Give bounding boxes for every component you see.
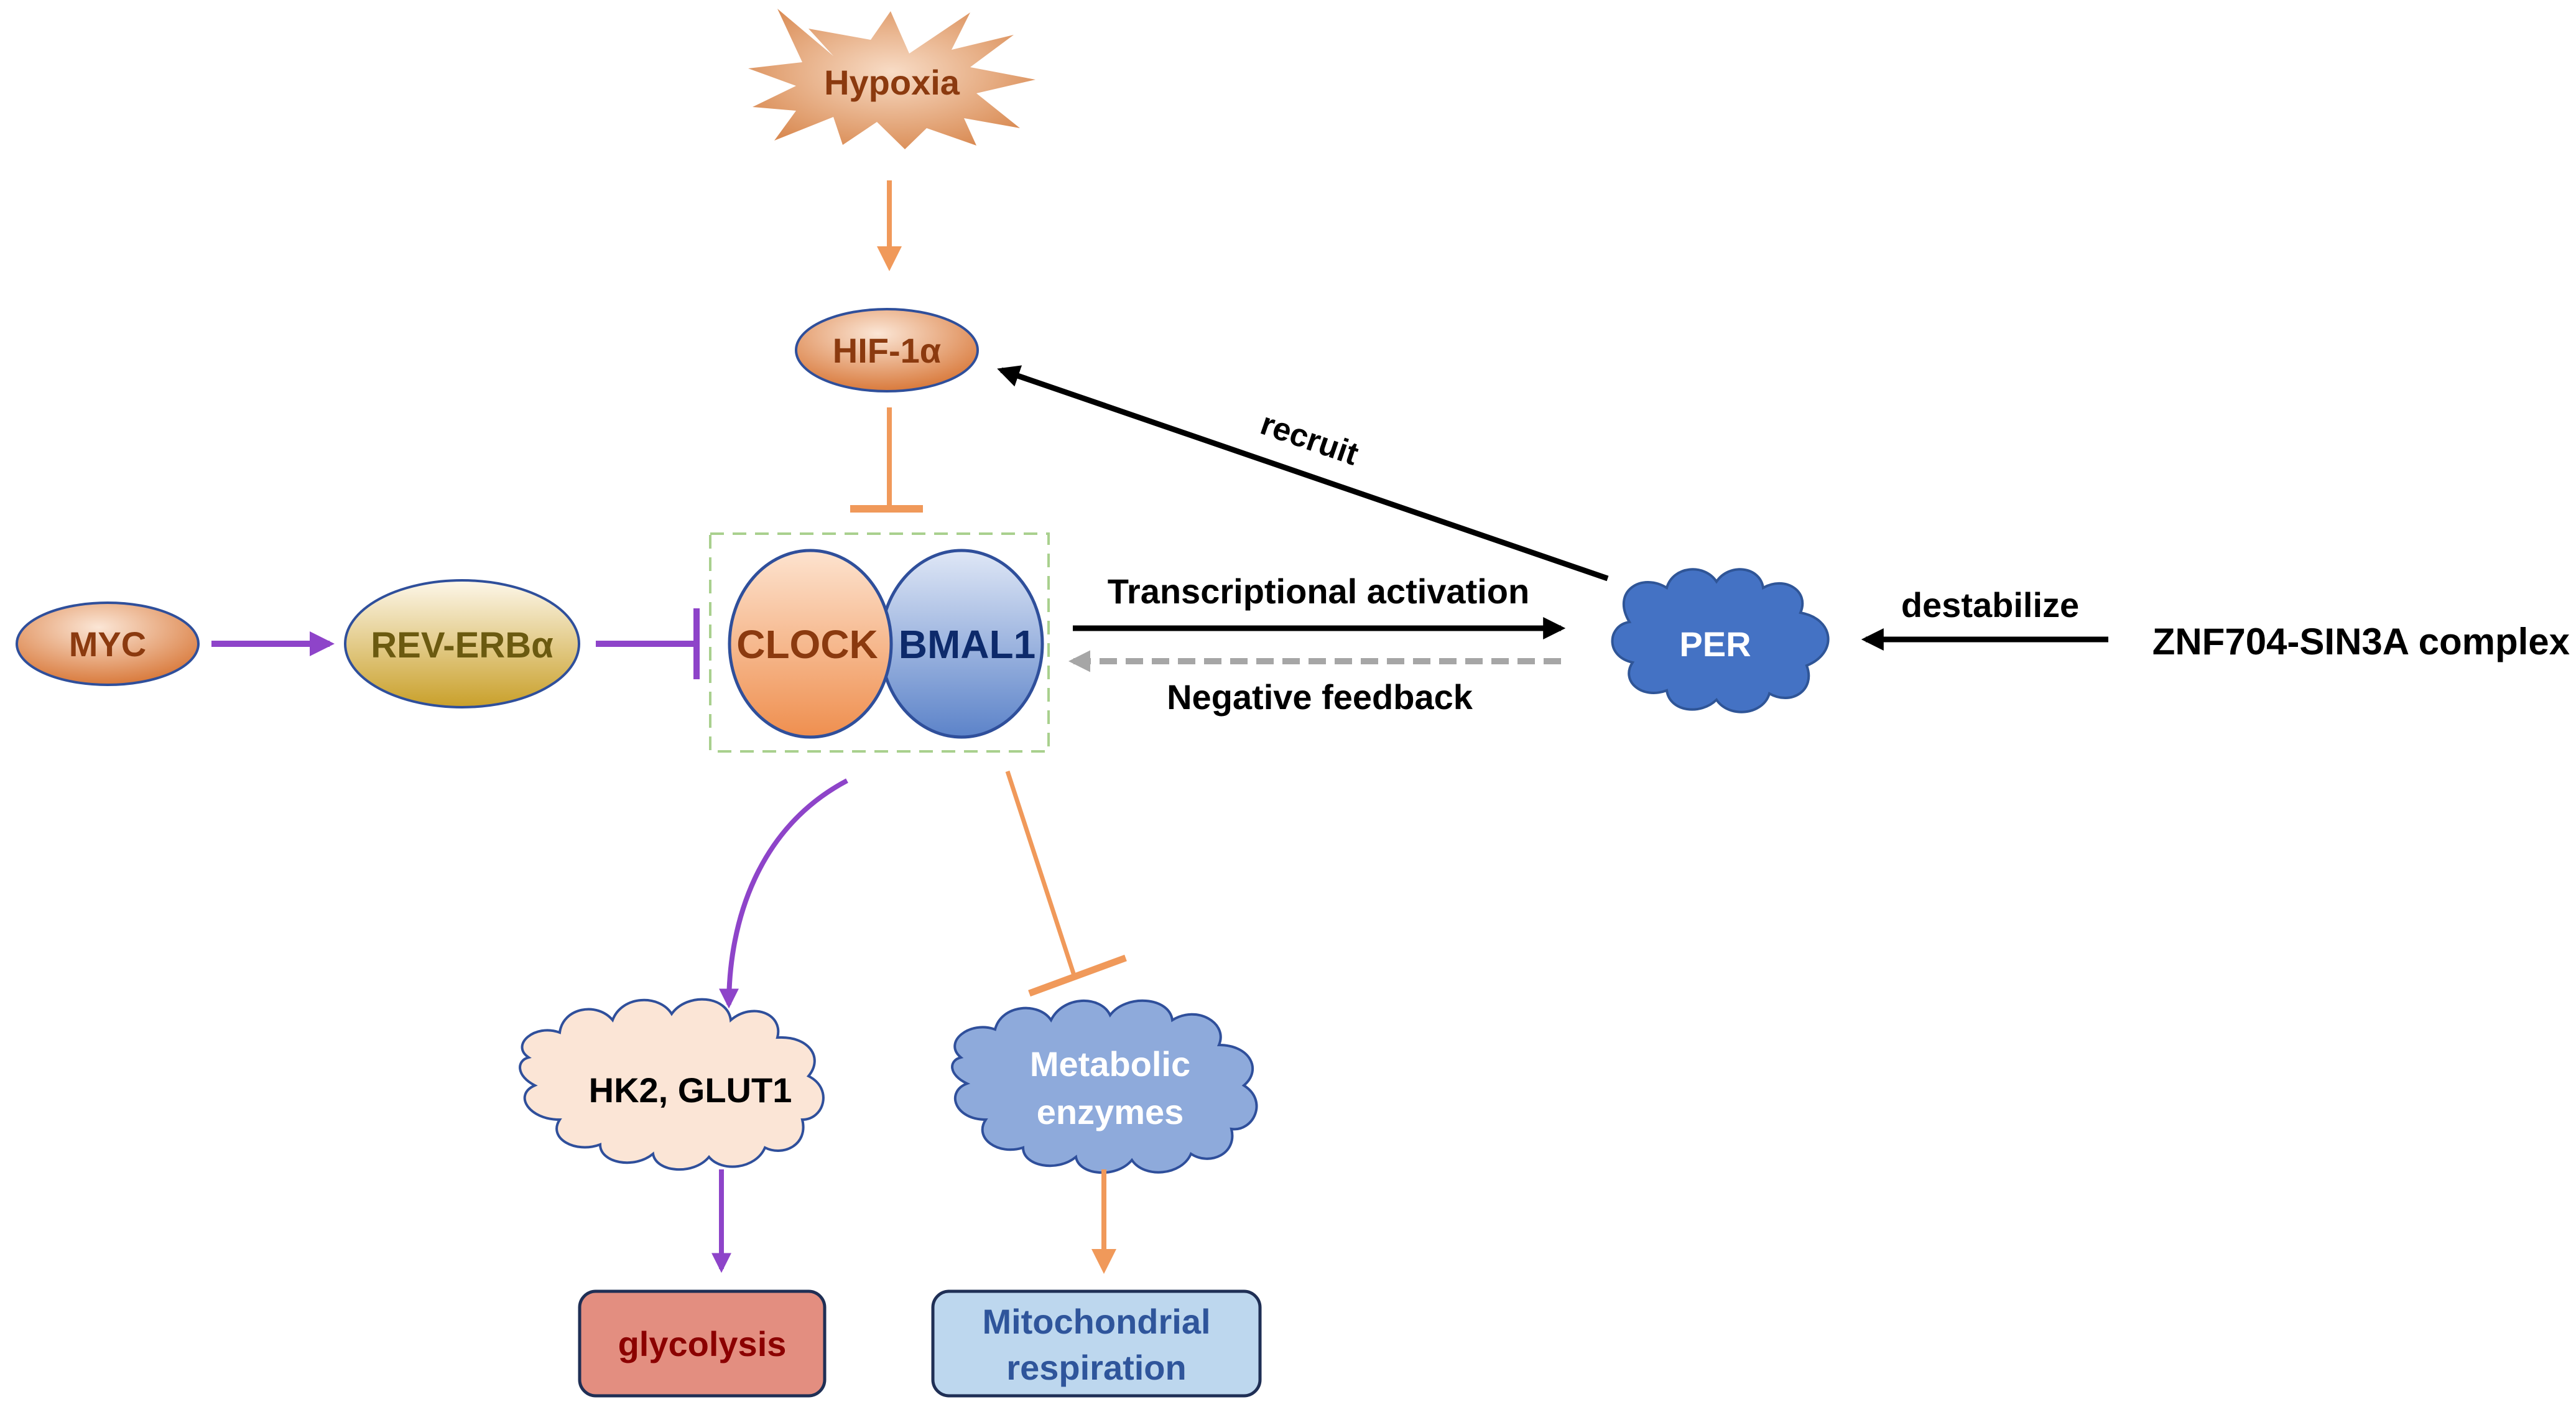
- per-label: PER: [1679, 625, 1751, 664]
- mitochondrial-respiration-node: Mitochondrial respiration: [931, 1289, 1262, 1398]
- clock-bmal1-to-hk2-glut1-arrow: [719, 778, 848, 1009]
- hif1a-ellipse: [795, 308, 979, 392]
- glycolysis-node: glycolysis: [578, 1289, 827, 1398]
- complex-dashed-box: [709, 532, 1050, 753]
- clock-bmal1-inhibits-metabolic-enzymes: [1005, 770, 1127, 997]
- bmal1-label: BMAL1: [899, 622, 1035, 667]
- reverba-inhibits-clock-bmal1: [596, 608, 700, 679]
- reverba-ellipse: [344, 579, 580, 708]
- transcriptional-activation-label: Transcriptional activation: [1108, 572, 1529, 611]
- destabilize-label: destabilize: [1901, 585, 2079, 625]
- myc-ellipse: [16, 601, 200, 686]
- mito-label-line1: Mitochondrial: [982, 1302, 1210, 1341]
- hypoxia-starburst-shape: [748, 9, 1035, 149]
- recruit-arrow: [997, 365, 1609, 582]
- znf704-sin3a-label: ZNF704-SIN3A complex: [2152, 621, 2570, 662]
- hif1a-label: HIF-1α: [833, 331, 941, 370]
- per-cloud-shape: [1611, 568, 1830, 713]
- reverba-label: REV-ERBα: [371, 625, 554, 666]
- clock-bmal1-complex: CLOCK BMAL1: [709, 532, 1050, 753]
- glycolysis-box: [578, 1289, 827, 1398]
- hypoxia-node: Hypoxia: [748, 9, 1035, 149]
- metabolic-enzymes-label-line1: Metabolic: [1030, 1044, 1190, 1084]
- per-node: PER: [1611, 568, 1830, 713]
- negative-feedback-label: Negative feedback: [1167, 677, 1473, 717]
- mito-label-line2: respiration: [1006, 1348, 1186, 1387]
- hif1a-node: HIF-1α: [795, 308, 979, 392]
- hk2-glut1-node: HK2, GLUT1: [519, 998, 825, 1171]
- myc-label: MYC: [69, 625, 146, 664]
- hk2-glut1-cloud-shape: [519, 998, 825, 1171]
- myc-node: MYC: [16, 601, 200, 686]
- metabolic-enzymes-node: Metabolic enzymes: [951, 999, 1258, 1174]
- hk2-glut1-label: HK2, GLUT1: [589, 1070, 792, 1110]
- metabolic-enzymes-label-line2: enzymes: [1037, 1092, 1184, 1131]
- clock-ellipse: [728, 549, 893, 739]
- clock-label: CLOCK: [736, 622, 878, 667]
- hif1a-inhibits-clock-bmal1: [850, 407, 923, 513]
- glycolysis-label: glycolysis: [618, 1324, 787, 1363]
- metabolic-enzymes-cloud-shape: [951, 999, 1258, 1174]
- reverba-node: REV-ERBα: [344, 579, 580, 708]
- mitochondrial-respiration-box: [931, 1289, 1262, 1398]
- hypoxia-label: Hypoxia: [824, 63, 960, 102]
